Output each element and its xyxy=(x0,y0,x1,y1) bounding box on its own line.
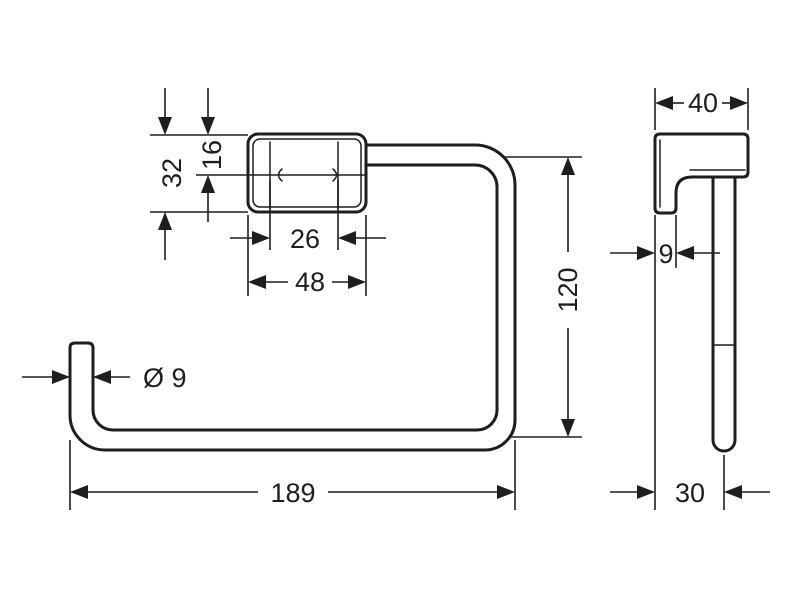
dim-9-label: 9 xyxy=(658,239,673,269)
dim-40-arrow-right xyxy=(730,96,748,110)
dimension-16: 16 xyxy=(197,88,227,222)
dimension-26: 26 xyxy=(230,180,386,254)
dim-189-label: 189 xyxy=(270,478,315,508)
dim-120-label: 120 xyxy=(553,267,583,312)
dim-26-label: 26 xyxy=(290,224,320,254)
dim-30-label: 30 xyxy=(675,478,705,508)
dim-9-arrow-left xyxy=(637,246,655,260)
dim-16-label: 16 xyxy=(197,140,227,170)
dim-diameter-arrow-right xyxy=(93,370,111,384)
wall-mount-inner-edge xyxy=(252,138,362,208)
dim-48-arrow-right xyxy=(348,275,366,289)
dimension-120: 120 xyxy=(505,156,583,438)
side-ring-rod xyxy=(711,175,737,453)
dim-120-arrow-top xyxy=(561,157,575,175)
dim-diameter-arrow-left xyxy=(52,370,70,384)
dimension-189: 189 xyxy=(69,440,516,510)
dim-16-arrow-upper xyxy=(201,117,215,135)
dim-9-arrow-right xyxy=(676,246,694,260)
dimension-48: 48 xyxy=(247,215,367,297)
dimension-9: 9 xyxy=(610,215,720,269)
dim-16-arrow-lower xyxy=(201,175,215,193)
dim-40-label: 40 xyxy=(688,88,718,118)
side-view: 40 9 30 xyxy=(610,88,770,510)
dimension-40: 40 xyxy=(654,88,749,130)
dim-48-label: 48 xyxy=(295,267,325,297)
dim-30-arrow-left xyxy=(637,485,655,499)
dim-26-arrow-left xyxy=(252,231,270,245)
towel-ring-tube xyxy=(68,143,517,452)
dimension-32: 32 xyxy=(157,88,187,260)
dim-30-arrow-right xyxy=(724,485,742,499)
dim-26-arrow-right xyxy=(338,231,356,245)
dim-32-arrow-upper xyxy=(158,117,172,135)
dim-32-label: 32 xyxy=(157,158,187,188)
dim-32-arrow-lower xyxy=(158,212,172,230)
dim-189-arrow-right xyxy=(497,485,515,499)
dimension-30: 30 xyxy=(610,215,770,510)
dim-48-arrow-left xyxy=(248,275,266,289)
side-mount-bracket xyxy=(653,132,750,215)
dim-40-arrow-left xyxy=(655,96,673,110)
wall-mount-block xyxy=(246,132,368,214)
front-view: 32 16 26 48 xyxy=(22,88,583,510)
dim-120-arrow-bottom xyxy=(561,419,575,437)
dimension-diameter-9: Ø 9 xyxy=(22,363,187,393)
dim-189-arrow-left xyxy=(70,485,88,499)
dim-diameter-label: Ø 9 xyxy=(143,363,187,393)
